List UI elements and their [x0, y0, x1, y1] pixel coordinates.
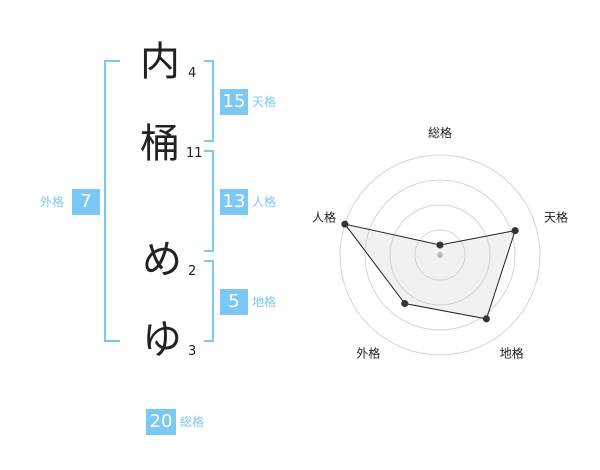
- radar-point: [341, 220, 349, 228]
- gaikaku-value: 7: [72, 189, 100, 215]
- radar-area: [343, 223, 516, 320]
- radar-ring: [389, 204, 491, 306]
- name-char-4: ゆ: [142, 317, 182, 363]
- stroke-count-4: 3: [188, 344, 197, 359]
- radar-axis-label: 地格: [500, 346, 524, 361]
- radar-axis-label: 外格: [356, 346, 380, 361]
- radar-rings: [339, 154, 541, 356]
- radar-axis-label: 天格: [544, 209, 568, 224]
- soukaku-label: 総格: [180, 415, 205, 429]
- radar-point: [436, 241, 444, 249]
- radar-point: [511, 227, 519, 235]
- stroke-count-2: 11: [186, 146, 203, 161]
- radar-point: [482, 315, 490, 323]
- chikaku-label: 地格: [252, 295, 277, 309]
- gaikaku-label: 外格: [40, 195, 65, 209]
- stroke-count-3: 2: [188, 264, 197, 279]
- radar-center: [437, 252, 443, 258]
- radar-axis-label: 総格: [428, 125, 452, 140]
- soukaku-value: 20: [146, 409, 176, 435]
- chikaku-value: 5: [220, 289, 248, 315]
- tenkaku-label: 天格: [252, 95, 277, 109]
- radar-point: [401, 300, 409, 308]
- radar-points: [341, 220, 519, 323]
- radar-ring: [364, 179, 516, 331]
- name-char-2: 桶: [140, 121, 180, 167]
- jinkaku-label: 人格: [252, 195, 277, 209]
- stroke-count-1: 4: [188, 66, 197, 81]
- jinkaku-value: 13: [220, 189, 248, 215]
- radar-ring: [339, 154, 541, 356]
- name-char-3: め: [142, 237, 182, 283]
- name-char-1: 内: [140, 39, 180, 85]
- radar-axis-label: 人格: [312, 209, 336, 224]
- tenkaku-bracket: [204, 60, 214, 142]
- chikaku-bracket: [204, 260, 214, 342]
- radar-ring: [414, 229, 466, 281]
- gaikaku-bracket: [104, 60, 120, 342]
- tenkaku-value: 15: [220, 89, 248, 115]
- jinkaku-bracket: [204, 150, 214, 252]
